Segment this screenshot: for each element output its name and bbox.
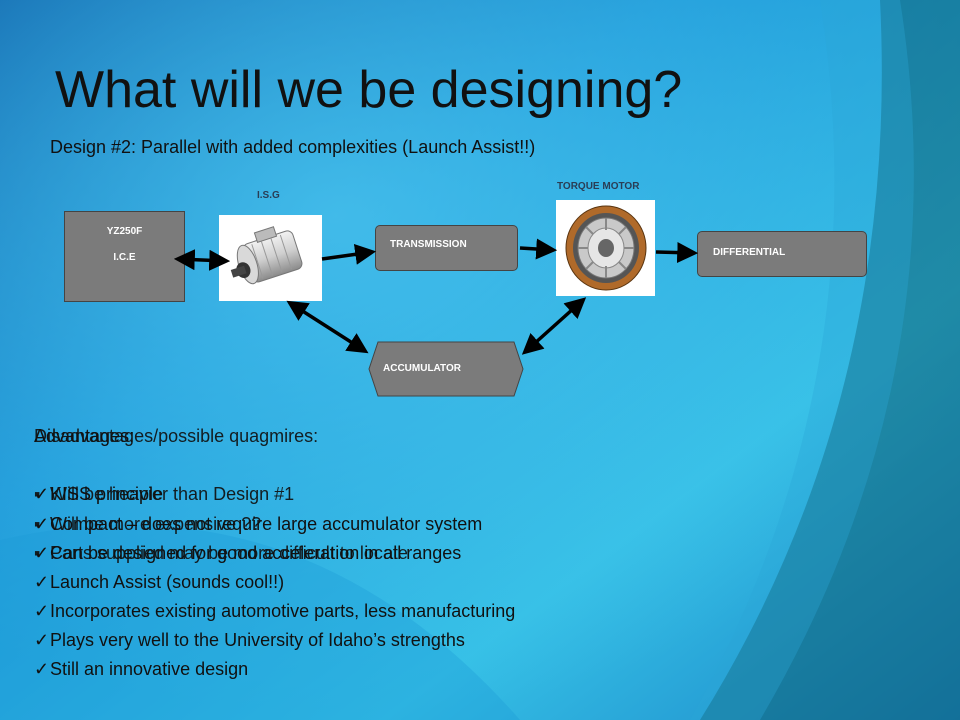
advantage-item: ✓Plays very well to the University of Id… (34, 630, 465, 650)
advantages-heading: Advantages: (34, 426, 135, 446)
engine-type: I.C.E (113, 252, 136, 263)
isg-label: I.S.G (257, 190, 280, 201)
bullet-icon: ▪ (34, 484, 41, 504)
checkmark-icon: ✓ (34, 484, 50, 504)
isg-motor-icon (230, 226, 303, 285)
slide-subtitle: Design #2: Parallel with added complexit… (50, 137, 536, 157)
disadvantage-item: ▪Will be heavier than Design #1 (34, 484, 295, 504)
checkmark-icon: ✓ (34, 514, 50, 534)
engine-isg-arrow (173, 249, 231, 271)
accumulator-label: ACCUMULATOR (383, 363, 461, 374)
accumulator-torque-arrow (521, 297, 587, 355)
torque-motor-image (556, 200, 655, 296)
advantage-item: ✓Incorporates existing automotive parts,… (34, 601, 516, 621)
bullet-icon: ▪ (34, 514, 41, 534)
advantage-item: ✓Can be designed for good acceleration i… (34, 543, 462, 563)
differential-box: DIFFERENTIAL (697, 231, 867, 277)
disadvantage-item: ▪Will be more expensive ?? (34, 514, 262, 534)
torque-differential-arrow (655, 242, 699, 264)
disadvantages-heading: Disadvantages/possible quagmires: (34, 426, 319, 446)
isg-accumulator-arrow (286, 300, 369, 354)
isg-image (219, 215, 322, 301)
checkmark-icon: ✓ (34, 543, 50, 563)
isg-transmission-arrow (321, 243, 377, 265)
accumulator-shape (368, 341, 524, 397)
torque-motor-label: TORQUE MOTOR (557, 181, 640, 192)
slide-title: What will we be designing? (55, 61, 683, 119)
advantage-item: ✓Still an innovative design (34, 659, 249, 679)
engine-box: YZ250F I.C.E (64, 211, 185, 302)
advantage-item: ✓KISS principle (34, 484, 164, 504)
checkmark-icon: ✓ (34, 572, 50, 592)
advantage-item: ✓Launch Assist (sounds cool!!) (34, 572, 285, 592)
checkmark-icon: ✓ (34, 659, 50, 679)
bullet-icon: ▪ (34, 543, 41, 563)
transmission-torque-arrow (519, 238, 558, 260)
torque-motor-icon (565, 205, 647, 291)
advantage-item: ✓Compact – does not require large accumu… (34, 514, 483, 534)
engine-model: YZ250F (106, 226, 143, 237)
checkmark-icon: ✓ (34, 630, 50, 650)
transmission-box: TRANSMISSION (375, 225, 518, 271)
disadvantage-item: ▪Parts supplied may be more difficult to… (34, 543, 408, 563)
checkmark-icon: ✓ (34, 601, 50, 621)
